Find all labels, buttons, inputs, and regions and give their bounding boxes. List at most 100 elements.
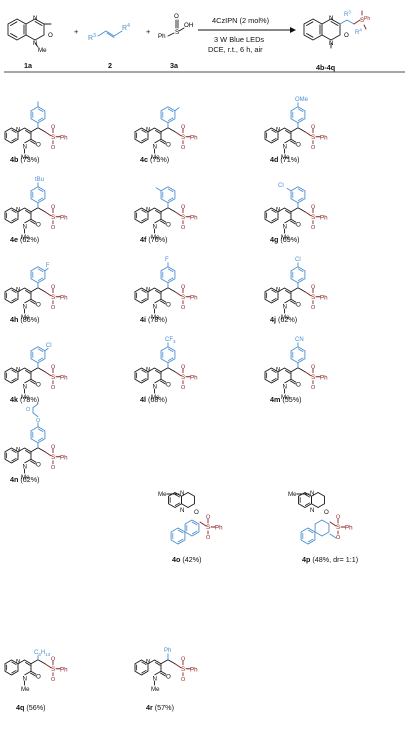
reaction-header: N N O Me 1a + R3 R4 2 + Ph S OH O 3a [4,10,405,73]
atom-label: N [282,384,286,391]
compound-id: 4e [10,235,18,244]
condition-solvent: DCE, r.t., 6 h, air [208,45,263,54]
product-general: N N O R3 R4 S Ph 4b-4q [303,10,370,72]
atom-label: N [146,206,150,213]
atom-label: O [36,673,41,680]
atom-label: N [146,366,150,373]
reactant-3a: Ph S OH O 3a [158,13,193,70]
atom-label: O [166,221,171,228]
atom-o: O [174,13,179,20]
atom-label: O [296,221,301,228]
atom-label: N [276,366,280,373]
atom-label: F [165,257,169,263]
atom-label: O [51,225,56,231]
atom-label: Ph [60,666,68,673]
atom-label: N [146,126,150,133]
compound-yield: (56%) [24,703,45,712]
compound-yield: (86%) [18,315,39,324]
compound-yield: (69%) [278,235,299,244]
atom-label: O [296,381,301,388]
atom-label: O [36,141,41,148]
atom-label: S [311,374,315,381]
atom-label: S [181,134,185,141]
svg-text:Ph: Ph [364,16,370,22]
atom-label: O [311,305,316,311]
atom-label: Me [288,491,297,498]
compound-yield: (55%) [280,395,301,404]
atom-label: Me [21,474,30,481]
atom-label: Cl [278,183,284,189]
plus-sign: + [146,27,150,36]
reactant-2: R3 R4 2 [88,23,130,70]
label-1a: 1a [24,61,33,70]
atom-label: N [146,286,150,293]
compound-id: 4q [16,703,24,712]
label-products: 4b-4q [316,63,335,72]
atom-label: O [181,204,186,210]
atom-label: N [180,490,184,497]
atom-label: O [311,364,316,370]
atom-label: N [22,384,26,391]
compound-label: 4b (73%) [10,155,40,164]
atom-label: Ph [60,214,68,221]
atom-label: S [206,524,210,531]
compound-yield: (76%) [146,235,167,244]
atom-label: N [22,224,26,231]
atom-label: O [51,204,56,210]
atom-label: Me [21,686,30,693]
atom-label: O [181,364,186,370]
atom-label: O [311,124,316,130]
atom-label: S [51,454,55,461]
atom-label: Ph [190,214,198,221]
compound-label: 4g (69%) [270,235,300,244]
atom-label: S [51,214,55,221]
r4-label: R4 [355,28,362,37]
atom-label: Cl [295,257,301,263]
atom-label: Me [21,234,30,241]
compound-id: 4j [270,315,276,324]
atom-label: Ph [320,134,328,141]
atom-label: Me [151,314,160,321]
atom-label: N [276,126,280,133]
atom-ph: Ph [158,33,166,40]
atom-label: N [152,224,156,231]
atom-label: Ph [320,214,328,221]
atom-label: O [26,407,31,413]
atom-label: S [181,374,185,381]
atom-label: N [282,144,286,151]
compound-label: 4o (42%) [172,555,202,564]
compound-yield: (62%) [18,235,39,244]
r3-label: R3 [344,10,351,19]
atom-label: O [51,444,56,450]
label-3a: 3a [170,61,179,70]
atom-label: O [36,301,41,308]
atom-label: O [324,509,329,516]
atom-label: N [16,658,20,665]
atom-label: O [336,535,341,541]
atom-label: CN [295,337,304,343]
atom-label: O [181,305,186,311]
r4-label: R4 [122,23,130,32]
compound-yield: (78%) [146,315,167,324]
atom-label: Ph [215,525,223,532]
atom-label: N [22,144,26,151]
atom-label: S [51,374,55,381]
atom-label: O [51,305,56,311]
atom-label: Me [281,394,290,401]
compound-yield: (68%) [146,395,167,404]
atom-label: N [16,366,20,373]
atom-label: Me [151,154,160,161]
atom-label: O [51,364,56,370]
atom-label: O [51,677,56,683]
compound-id: 4l [140,395,146,404]
atom-me: Me [38,47,47,54]
atom-label: N [146,658,150,665]
